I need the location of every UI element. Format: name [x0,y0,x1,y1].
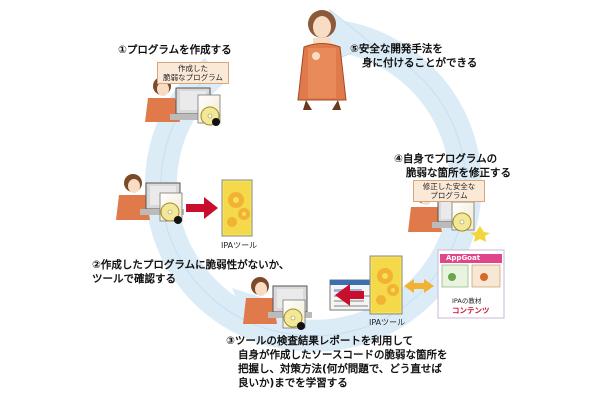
step-3-line2: 自身が作成したソースコードの脆弱な箇所を [238,349,448,361]
step-5-line1: ⑤安全な開発手法を [350,43,443,55]
step-3-label: ③ツールの検査結果レポートを利用して 自身が作成したソースコードの脆弱な箇所を … [226,334,447,390]
step-5-label: ⑤安全な開発手法を 身に付けることができる [350,42,477,70]
step-3-line3: 把握し、対策方法(何が問題で、どう直せば [238,363,442,375]
red-arrow-to-tool-1 [186,197,218,219]
person-computer-1-icon [145,77,221,126]
red-arrow-to-report [335,284,364,306]
step-4-label: ④自身でプログラムの 脆弱な箇所を修正する [394,152,511,180]
ipa-tool-1-icon [221,179,253,237]
woman-figure-icon [297,10,347,110]
step-5-line2: 身に付けることができる [362,57,478,69]
step-1-label: ①プログラムを作成する [118,44,232,56]
ipa-tool-2-icon [369,255,403,315]
created-bubble-line2: 脆弱なプログラム [163,73,223,82]
content-caption: コンテンツ [452,306,490,315]
step-3-line1: ③ツールの検査結果レポートを利用して [226,335,414,347]
ipa-tool-2-caption: IPAツール [369,318,406,327]
ipa-content-caption: IPAの教材 [452,297,482,305]
fixed-bubble-line2: プログラム [430,191,468,200]
person-computer-3-icon [243,277,312,330]
orange-double-arrow [404,279,434,293]
created-program-bubble: 作成した 脆弱なプログラム [157,62,229,84]
appgoat-title: AppGoat [446,254,481,262]
step-2-label: ②作成したプログラムに脆弱性がないか、 ツールで確認する [92,258,289,286]
step-3-line4: 良いか)までを学習する [238,377,348,389]
step-4-line2: 脆弱な箇所を修正する [406,167,511,179]
step-2-line2: ツールで確認する [92,273,176,285]
step-4-line1: ④自身でプログラムの [394,153,498,165]
fixed-bubble-line1: 修正した安全な [422,182,476,191]
ipa-tool-1-caption: IPAツール [221,241,258,250]
created-bubble-line1: 作成した [178,64,208,73]
fixed-program-bubble: 修正した安全な プログラム [413,180,485,202]
step-2-line1: ②作成したプログラムに脆弱性がないか、 [92,259,290,271]
appgoat-content-icon [437,249,505,319]
person-computer-2-icon [116,174,184,224]
